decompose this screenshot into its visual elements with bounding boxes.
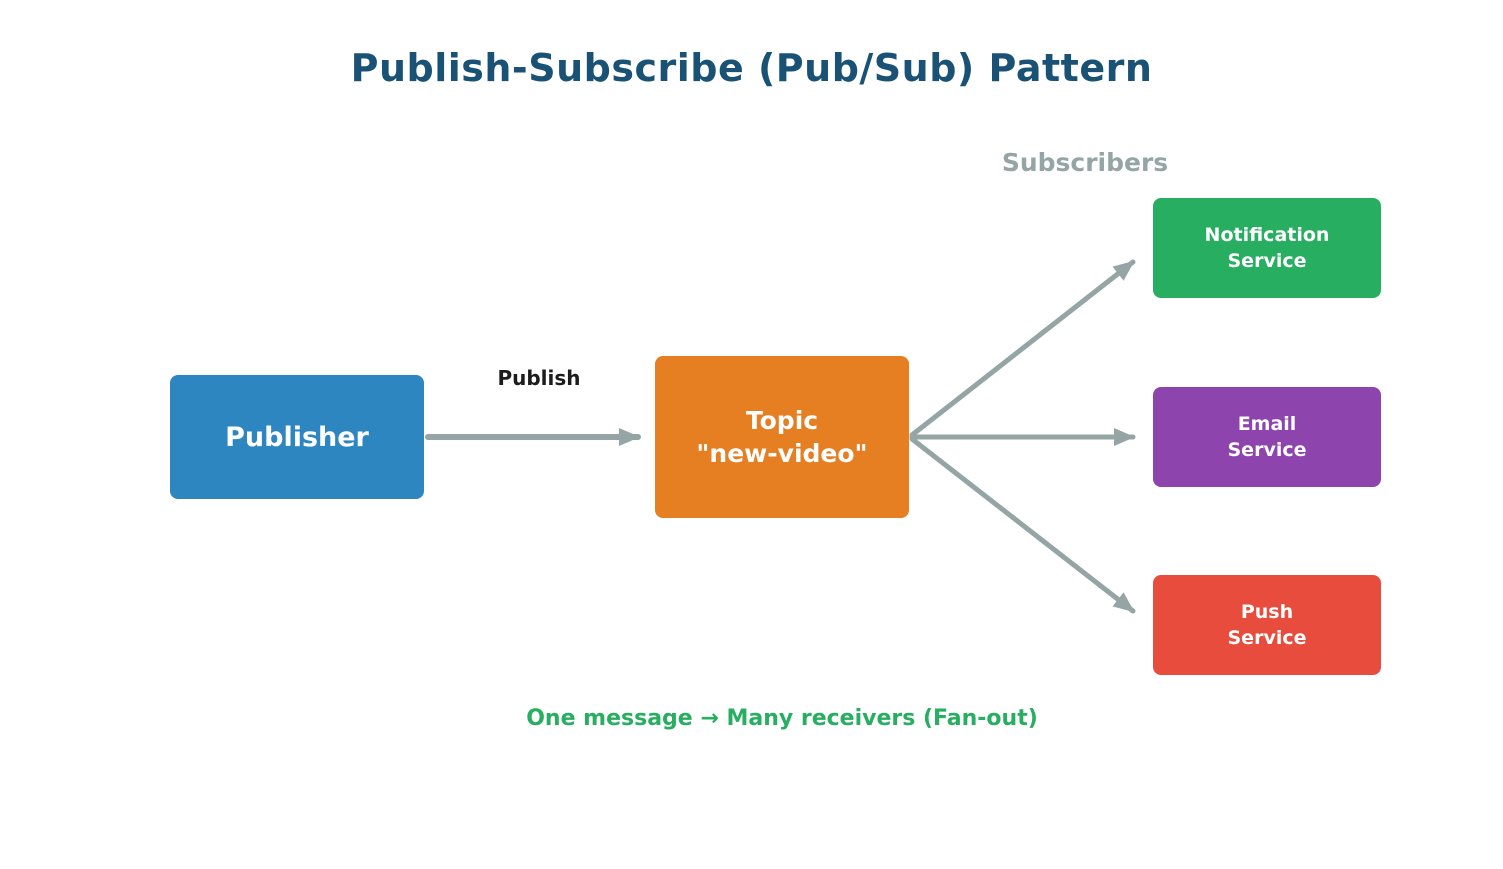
publisher-node: Publisher xyxy=(170,375,424,499)
push-service-node: Push Service xyxy=(1153,575,1381,675)
email-service-node: Email Service xyxy=(1153,387,1381,487)
email-service-label-line2: Service xyxy=(1227,439,1307,461)
topic-node: Topic "new-video" xyxy=(655,356,909,518)
page-title: Publish-Subscribe (Pub/Sub) Pattern xyxy=(350,46,1153,90)
arrow-topic-to-push-service xyxy=(909,436,1136,614)
topic-node-label-line2: "new-video" xyxy=(696,439,868,468)
arrow-topic-to-notification-service xyxy=(909,259,1136,438)
publisher-node-label: Publisher xyxy=(225,421,369,453)
notification-service-node: Notification Service xyxy=(1153,198,1381,298)
email-service-label-line1: Email xyxy=(1237,413,1297,435)
topic-node-label-line1: Topic xyxy=(745,406,819,435)
publish-edge-label: Publish xyxy=(497,366,581,390)
fanout-caption: One message → Many receivers (Fan-out) xyxy=(526,706,1038,731)
notification-service-label-line1: Notification xyxy=(1204,224,1330,246)
push-service-label-line1: Push xyxy=(1240,601,1294,623)
notification-service-label-line2: Service xyxy=(1227,250,1307,272)
subscribers-group-label: Subscribers xyxy=(1001,148,1169,177)
push-service-label-line2: Service xyxy=(1227,627,1307,649)
